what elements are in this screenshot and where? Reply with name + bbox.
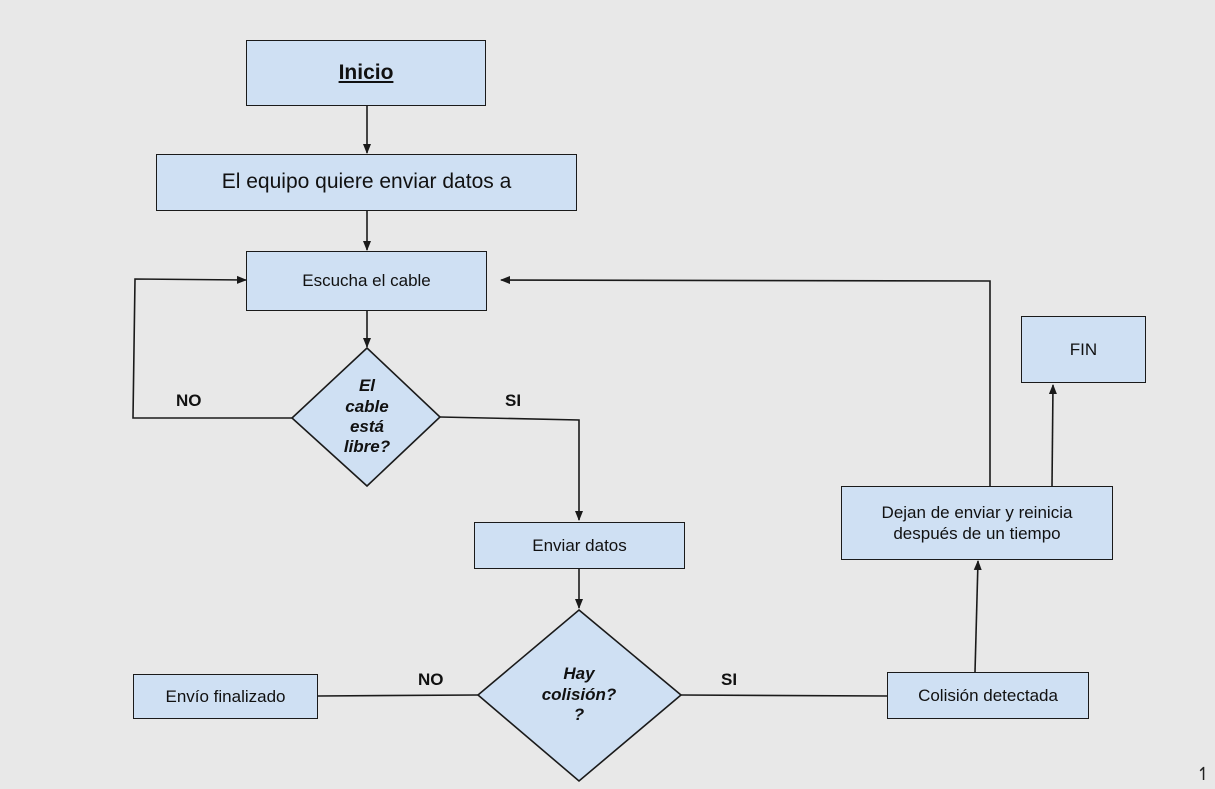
edge-label-libre-si: SI [505,391,522,410]
node-envio-finalizado-label: Envío finalizado [165,686,286,706]
decision-cable-libre-shape [290,346,442,488]
node-enviar-datos-label: Enviar datos [532,535,627,555]
node-escucha-label: Escucha el cable [302,271,431,291]
node-escucha: Escucha el cable [246,251,487,311]
node-enviar-datos: Enviar datos [474,522,685,569]
node-colision-detectada: Colisión detectada [887,672,1089,719]
node-fin: FIN [1021,316,1146,383]
edge-dejan-to-escucha [500,276,991,486]
corner-mark: ↿ [1196,764,1212,784]
decision-hay-colision-shape [476,608,683,783]
edge-colision-si [680,694,889,697]
edge-colision-no [317,694,479,697]
decision-cable-libre: El cable está libre? [317,365,417,469]
edge-label-libre-no: NO [176,391,202,410]
node-quiere-enviar-label: El equipo quiere enviar datos a [221,170,512,194]
edge-dejan-to-fin [1048,384,1057,487]
node-envio-finalizado: Envío finalizado [133,674,318,719]
edge-label-colision-si: SI [721,670,738,689]
node-inicio-label: Inicio [338,60,394,84]
node-quiere-enviar: El equipo quiere enviar datos a [156,154,577,211]
edge-label-colision-no: NO [418,670,444,689]
node-colision-detectada-label: Colisión detectada [918,685,1058,705]
decision-cable-libre-label: El cable está libre? [343,376,391,457]
node-fin-label: FIN [1069,339,1098,359]
node-dejan-enviar: Dejan de enviar y reinicia después de un… [841,486,1113,560]
edge-detectada-to-dejan [973,560,982,673]
decision-hay-colision-label: Hay colisión? ? [541,664,617,725]
edge-libre-si [439,416,583,521]
node-dejan-enviar-label: Dejan de enviar y reinicia después de un… [881,502,1073,543]
node-inicio: Inicio [246,40,486,106]
decision-hay-colision: Hay colisión? ? [519,640,639,750]
edge-libre-no-loop [132,275,292,419]
